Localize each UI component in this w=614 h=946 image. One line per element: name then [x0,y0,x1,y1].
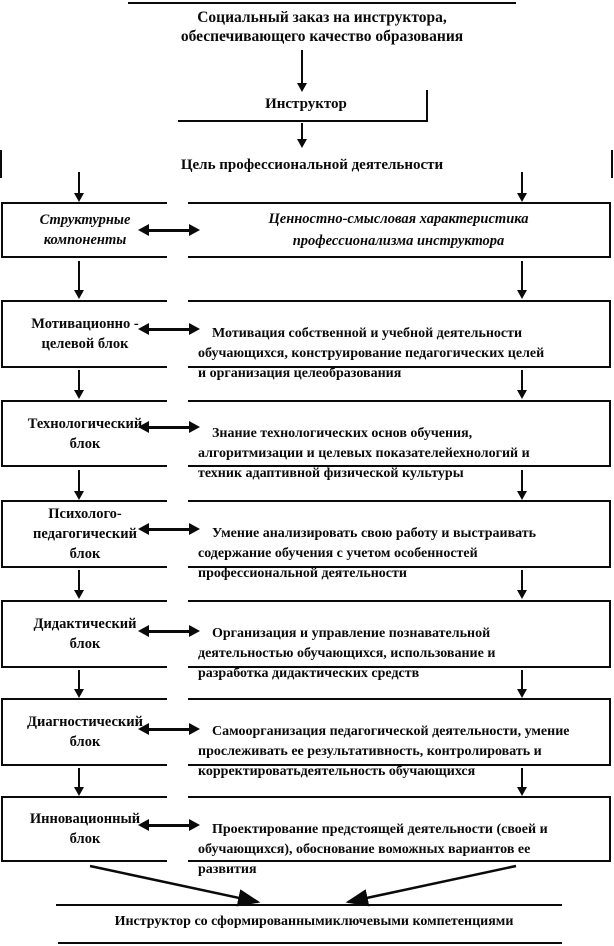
block-box-didactic: Дидактический блок [1,600,167,668]
block-label: Психолого- педагогический блок [33,506,137,562]
structural-components-header-label: Структурные компоненты [39,212,131,248]
result-bottom-line [58,942,562,944]
goal-right-edge-line [611,150,613,178]
social-order-box: Социальный заказ на инструктора, обеспеч… [128,2,516,46]
double-arrow-icon [138,224,200,236]
desc-box-motivational: Мотивация собственной и учебной деятельн… [188,300,611,381]
instructor-box-right-line [426,90,428,122]
desc-text: Самоорганизация педагогической деятельно… [198,724,570,779]
down-arrow-icon [521,470,523,491]
desc-box-diagnostic: Самоорганизация педагогической деятельно… [188,698,611,779]
desc-text: Организация и управление познавательной … [198,626,496,681]
social-order-text: Социальный заказ на инструктора, обеспеч… [180,8,464,45]
down-arrow-icon [521,261,523,290]
block-box-motivational: Мотивационно - целевой блок [1,300,167,368]
double-arrow-icon [138,523,200,535]
instructor-box-bottom-line [178,120,428,122]
desc-text: Мотивация собственной и учебной деятельн… [198,326,545,381]
block-label: Технологический блок [27,415,143,452]
down-arrow-icon [521,670,523,689]
double-arrow-icon [138,723,200,735]
double-arrow-icon [138,421,200,433]
result-label: Инструктор со сформированнымиключевыми к… [114,914,514,929]
instructor-label: Инструктор [265,95,347,112]
down-arrow-icon [78,370,80,390]
desc-box-innovational: Проектирование предстоящей деятельности … [188,796,611,877]
goal-label: Цель профессиональной деятельности [180,156,444,173]
block-box-psycho-pedagogical: Психолого- педагогический блок [1,500,167,568]
down-arrow-icon [78,768,80,787]
desc-text: Проектирование предстоящей деятельности … [198,822,548,877]
down-arrow-icon [521,768,523,787]
block-label: Дидактический блок [33,616,137,652]
block-label: Инновационный блок [29,811,141,847]
double-arrow-icon [138,323,200,335]
down-arrow-icon [301,50,303,83]
down-arrow-icon [78,570,80,590]
desc-box-psycho-pedagogical: Умение анализировать свою работу и выстр… [188,500,611,581]
desc-text: Умение анализировать свою работу и выстр… [198,526,537,581]
block-box-technological: Технологический блок [1,400,167,467]
double-arrow-icon [138,819,200,831]
structural-components-header-box: Структурные компоненты [1,202,167,258]
desc-text: Знание технологических основ обучения, а… [198,426,530,481]
desc-box-technological: Знание технологических основ обучения, а… [188,400,611,481]
result-top-line [56,904,562,906]
down-arrow-icon [78,670,80,689]
value-semantic-header-box: Ценностно-смысловая характеристика профе… [188,202,611,258]
down-arrow-icon [521,370,523,390]
down-arrow-icon [78,172,80,193]
block-box-diagnostic: Диагностический блок [1,698,167,766]
down-arrow-icon [78,470,80,491]
down-arrow-icon [301,123,303,139]
block-label: Диагностический блок [27,714,143,750]
value-semantic-header-label: Ценностно-смысловая характеристика профе… [268,211,529,249]
desc-box-didactic: Организация и управление познавательной … [188,600,611,681]
block-box-innovational: Инновационный блок [1,796,167,862]
down-arrow-icon [78,261,80,290]
down-arrow-icon [521,570,523,590]
double-arrow-icon [138,625,200,637]
converging-arrows-icon [89,864,517,907]
goal-left-edge-line [0,150,2,178]
block-label: Мотивационно - целевой блок [31,316,139,352]
down-arrow-icon [521,172,523,193]
